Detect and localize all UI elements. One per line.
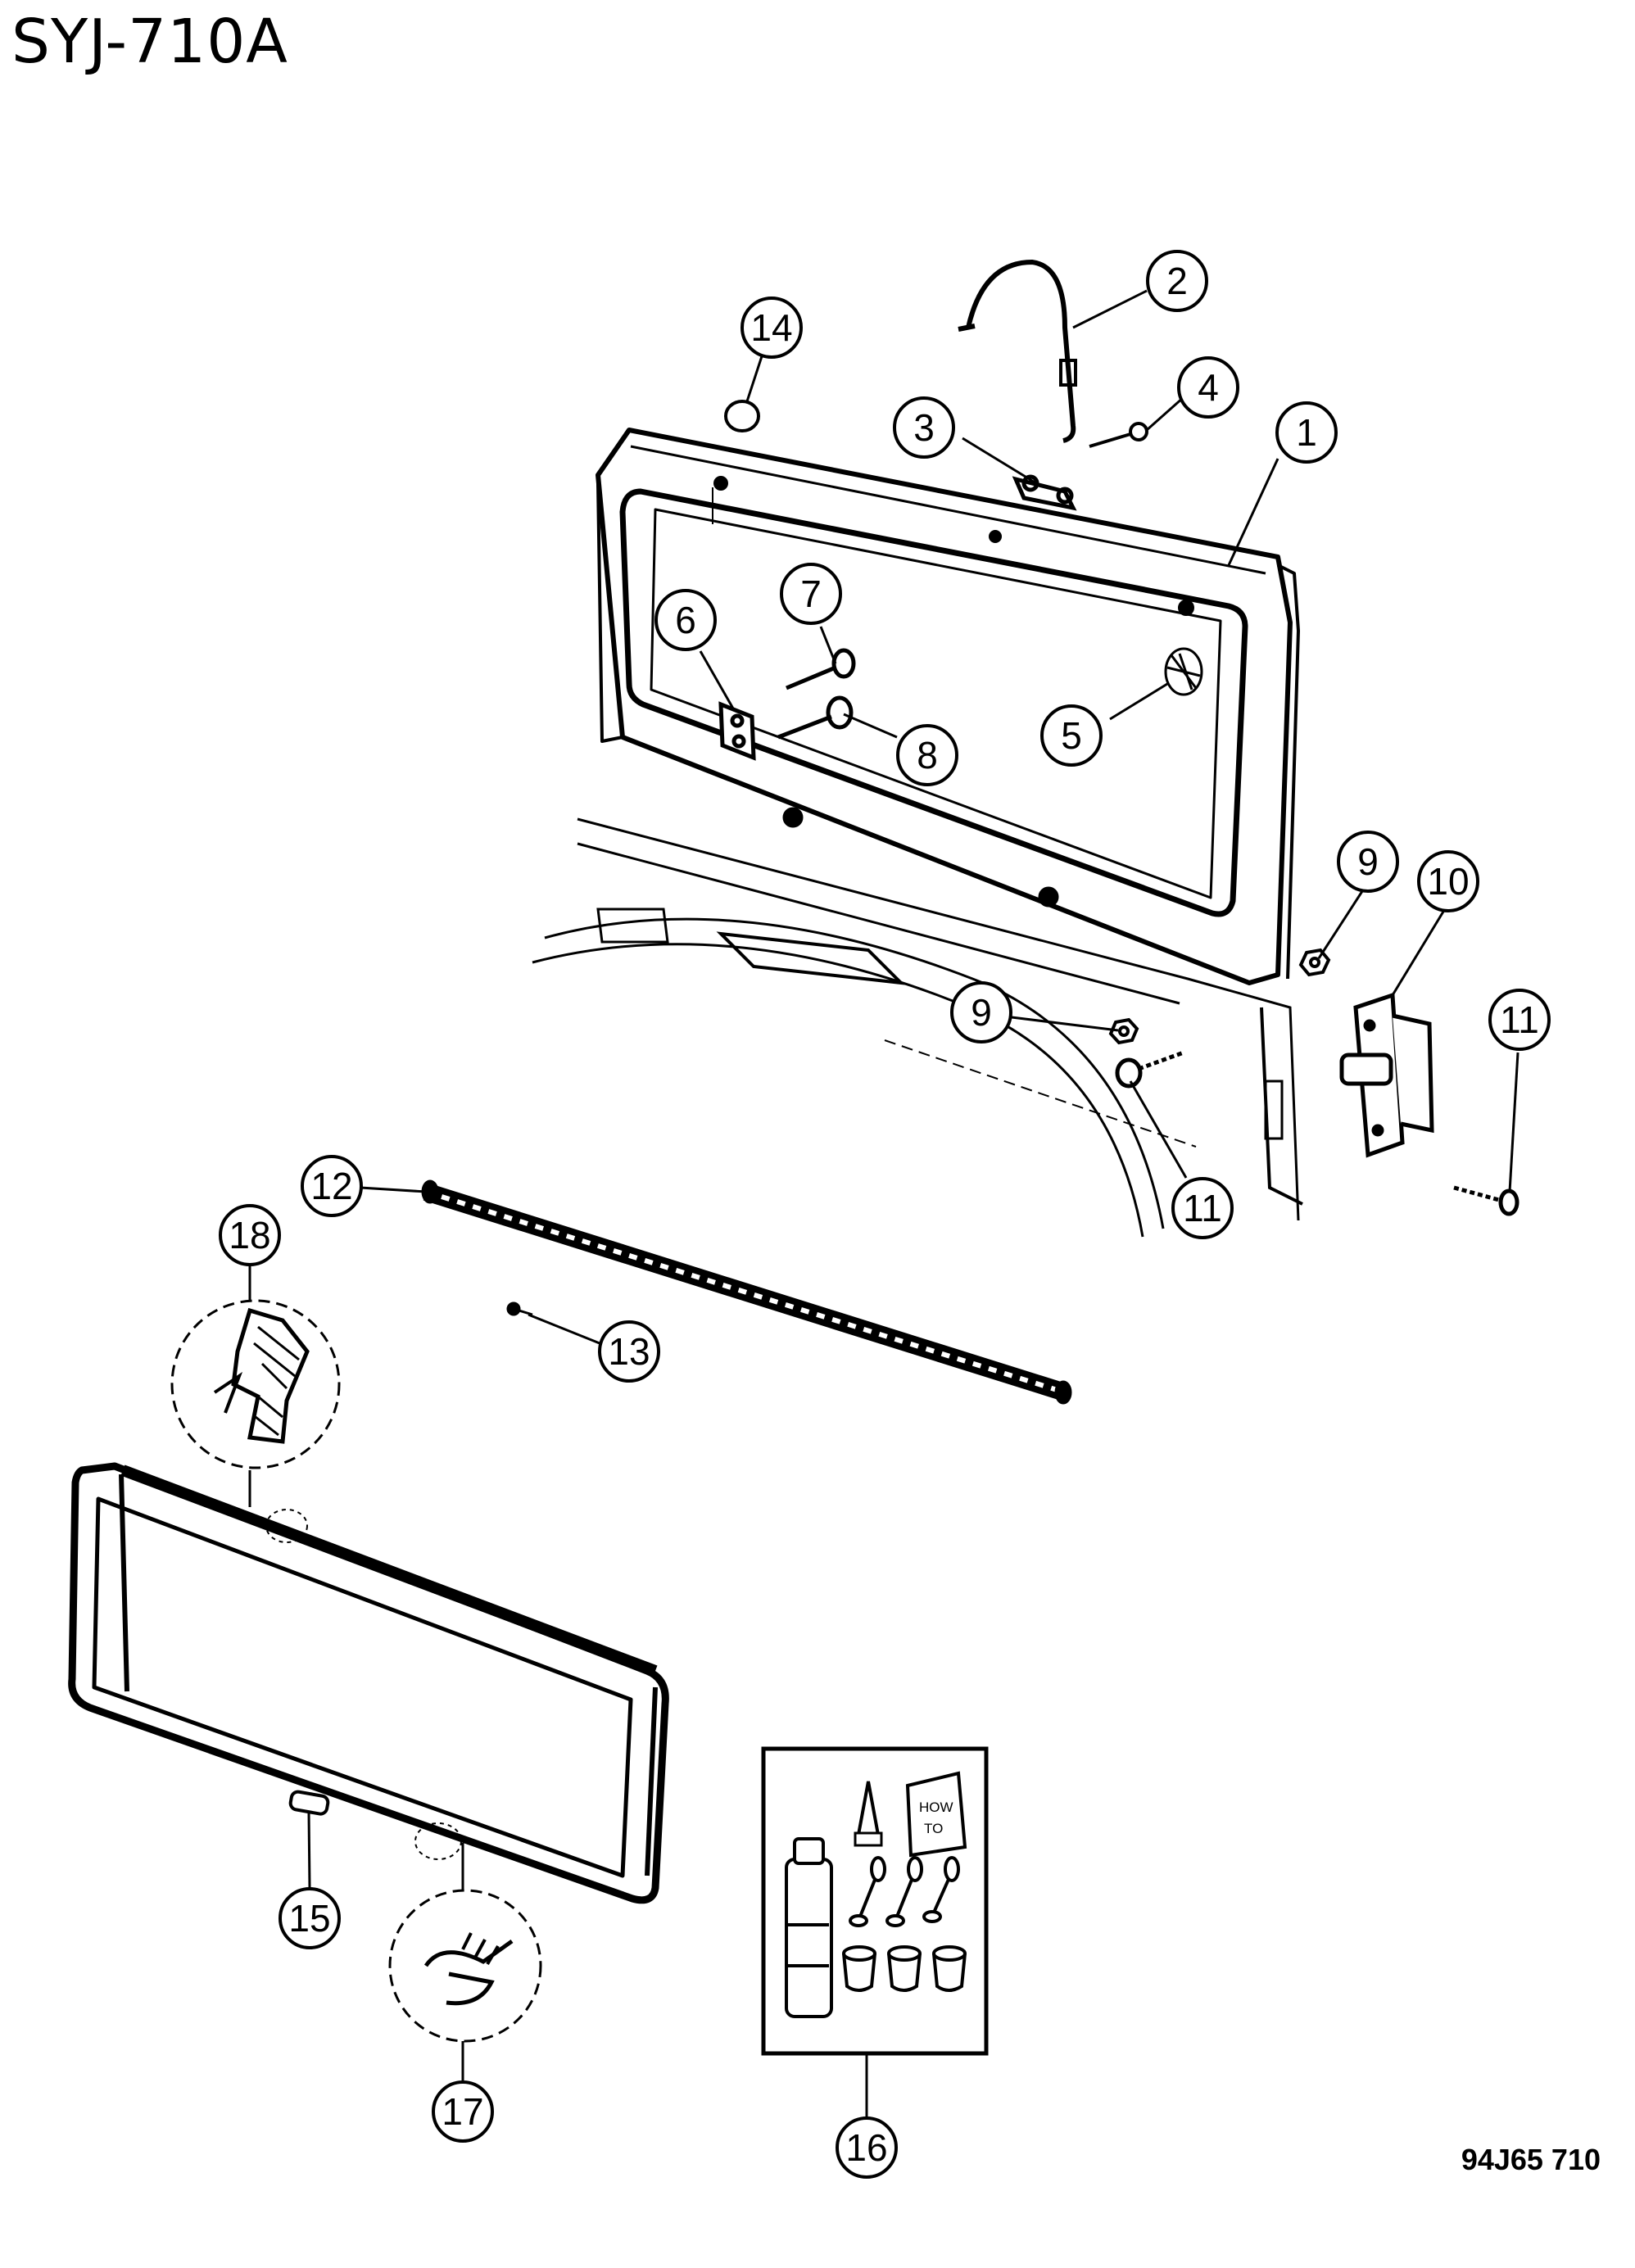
- lock-strip-15: [288, 1790, 330, 1816]
- callout-18-label: 18: [229, 1214, 270, 1256]
- callout-12: 12: [301, 1155, 363, 1217]
- screw-11-left: [1115, 1050, 1184, 1089]
- callout-6-label: 6: [675, 599, 696, 641]
- callout-9b-label: 9: [971, 991, 992, 1034]
- callout-9a-label: 9: [1357, 840, 1379, 883]
- callout-2-label: 2: [1166, 260, 1188, 302]
- windshield-frame: [596, 428, 1300, 985]
- callout-7-label: 7: [800, 573, 822, 615]
- callout-3-label: 3: [913, 406, 935, 449]
- callout-12-label: 12: [310, 1165, 352, 1207]
- drawing-code: 94J65 710: [1461, 2143, 1601, 2176]
- bracket-clip: [1012, 474, 1077, 511]
- callout-13: 13: [598, 1320, 660, 1383]
- callout-8: 8: [896, 724, 958, 786]
- primer-cups: [842, 1945, 967, 1992]
- callout-5: 5: [1040, 704, 1103, 767]
- callout-8-label: 8: [917, 734, 938, 776]
- callout-17-label: 17: [442, 2090, 483, 2133]
- callout-17: 17: [432, 2080, 494, 2143]
- callout-16-label: 16: [845, 2126, 887, 2169]
- callout-2: 2: [1146, 250, 1208, 312]
- callout-1-label: 1: [1296, 411, 1317, 454]
- glass-seal: [68, 1462, 669, 1904]
- callout-5-label: 5: [1061, 714, 1082, 757]
- callout-11b-label: 11: [1183, 1187, 1222, 1229]
- screw-8: [777, 695, 854, 740]
- screw-4: [1089, 422, 1148, 448]
- screw-7: [786, 648, 856, 690]
- callout-4-label: 4: [1198, 366, 1219, 409]
- cap-14: [724, 400, 760, 432]
- callout-1: 1: [1275, 401, 1338, 464]
- nut-9-lower: [1108, 1017, 1139, 1045]
- callout-10-label: 10: [1427, 860, 1469, 903]
- weatherstrip-12: [421, 1179, 1072, 1405]
- hinge-10: [1339, 992, 1434, 1158]
- screw-11-right: [1453, 1185, 1520, 1216]
- callout-3: 3: [893, 396, 955, 459]
- callout-9b: 9: [950, 981, 1012, 1043]
- seal-section-17: [388, 1843, 542, 2080]
- body-cowl: [532, 807, 1303, 1238]
- callout-11a-label: 11: [1500, 998, 1539, 1041]
- applicators: [849, 1856, 960, 1927]
- booklet-text-line2: TO: [924, 1821, 943, 1836]
- callout-15: 15: [279, 1887, 341, 1949]
- adhesive-tube: [785, 1837, 833, 2018]
- callout-18: 18: [219, 1204, 281, 1266]
- support-strap: [958, 259, 1077, 443]
- callout-11b: 11: [1171, 1177, 1234, 1239]
- retainer-13: [506, 1301, 533, 1316]
- repair-kit-16: HOW TO: [761, 1746, 989, 2117]
- bumper-5: [1164, 647, 1203, 696]
- diagram-title: SYJ-710A: [11, 7, 288, 77]
- callout-14-label: 14: [750, 306, 792, 349]
- seal-section-18: [170, 1265, 341, 1507]
- callout-10: 10: [1417, 850, 1479, 912]
- leader-lines: [307, 289, 1520, 1889]
- callout-16: 16: [836, 2116, 898, 2179]
- instruction-booklet: HOW TO: [905, 1771, 967, 1858]
- nut-9-upper: [1298, 948, 1331, 977]
- callout-15-label: 15: [288, 1897, 330, 1940]
- callout-11a: 11: [1488, 989, 1551, 1051]
- hinge-bracket-6: [718, 701, 756, 761]
- callout-9a: 9: [1337, 831, 1399, 893]
- callout-4: 4: [1177, 356, 1239, 419]
- callout-13-label: 13: [608, 1330, 650, 1373]
- callouts: 1 2 3 4 5 6 7 8 9 9 10 11 11 12 13 14 15…: [219, 250, 1551, 2179]
- callout-7: 7: [780, 563, 842, 625]
- callout-6: 6: [654, 589, 717, 651]
- booklet-text-line1: HOW: [919, 1799, 953, 1815]
- callout-14: 14: [741, 297, 803, 359]
